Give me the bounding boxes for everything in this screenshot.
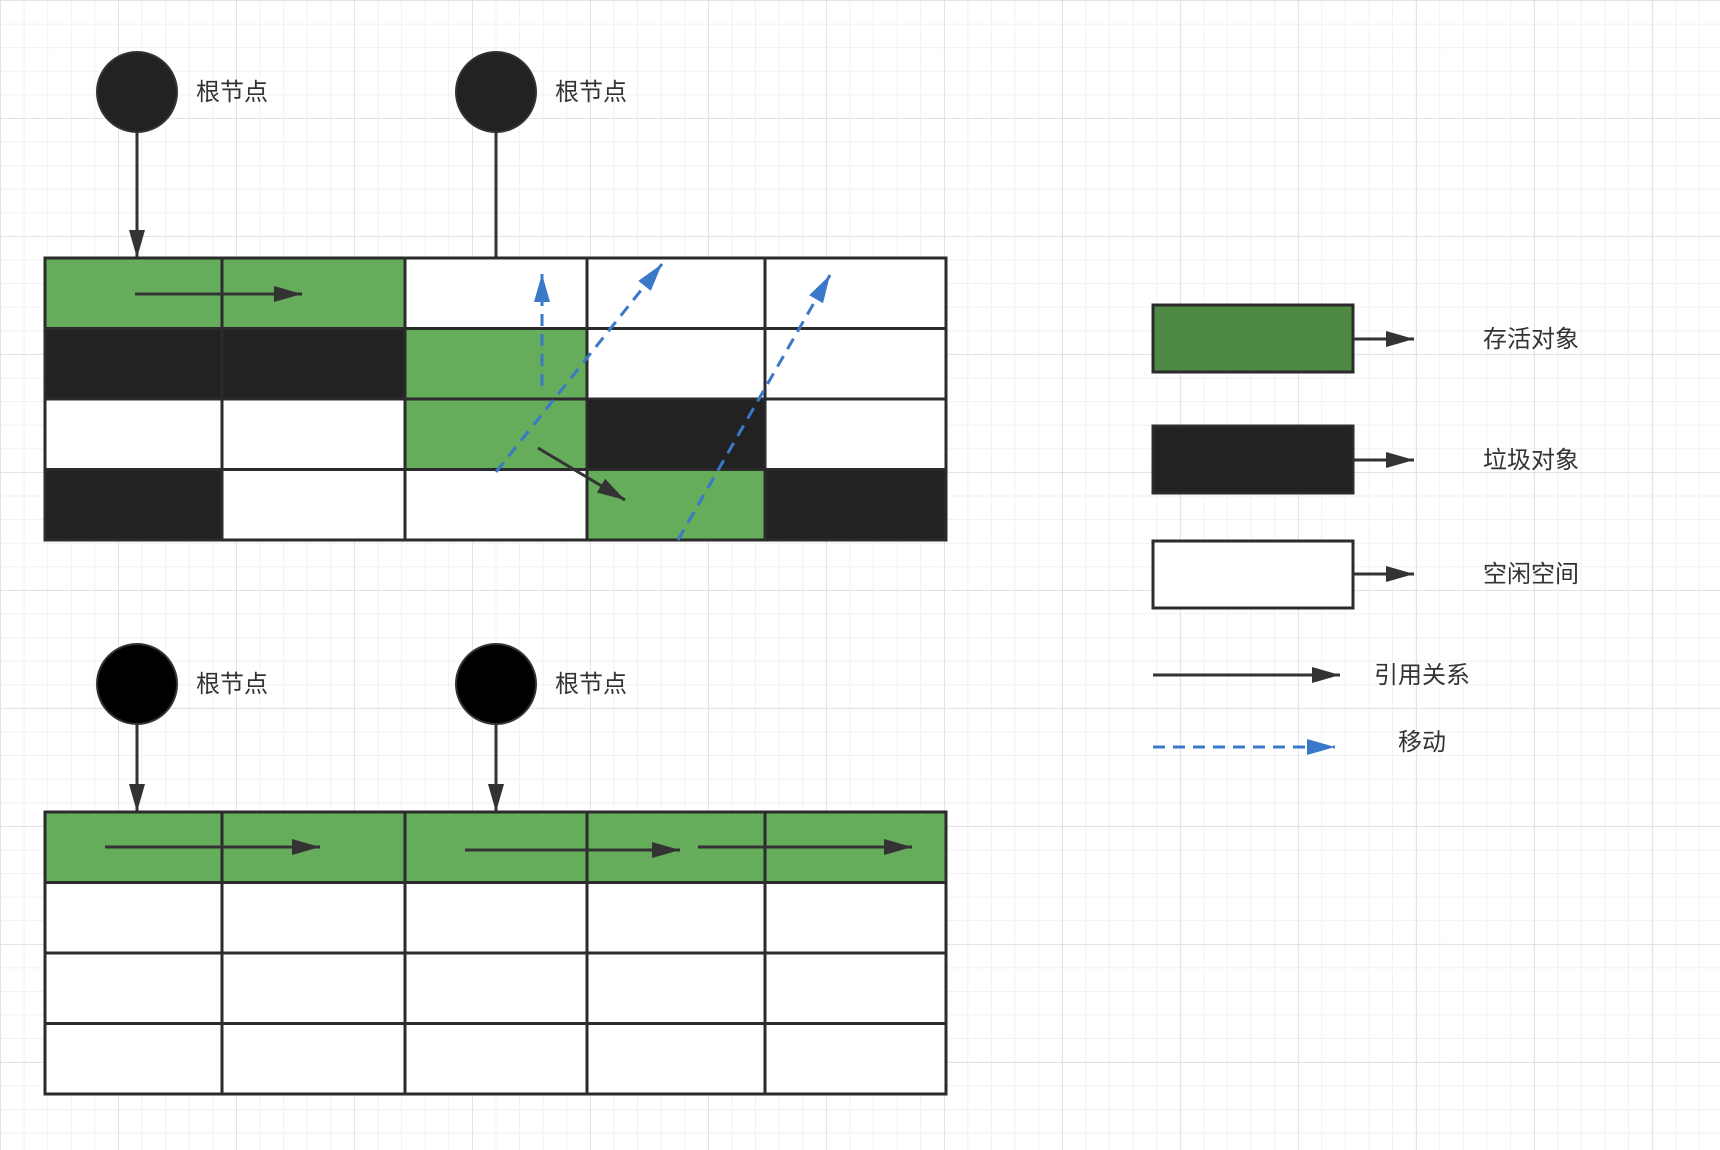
before-cell-free — [585, 256, 767, 330]
legend-free-swatch — [1151, 539, 1355, 610]
after-cell-free — [403, 951, 589, 1025]
before-heap-grid — [43, 256, 948, 542]
legend-reference: 引用关系 — [1153, 661, 1470, 689]
legend-garbage-label: 垃圾对象 — [1483, 446, 1579, 474]
legend: 存活对象 垃圾对象 空闲空间 引用关系 移动 — [1151, 303, 1579, 756]
legend-live-label: 存活对象 — [1483, 325, 1579, 353]
after-cell-free — [585, 1022, 767, 1096]
after-root-1-node — [96, 643, 178, 725]
after-cell-free — [43, 1022, 224, 1096]
after-root-2: 根节点 — [455, 643, 627, 812]
before-cell-garbage — [43, 468, 224, 542]
legend-move: 移动 — [1153, 728, 1446, 756]
legend-live-swatch — [1151, 303, 1355, 374]
before-cell-free — [403, 468, 589, 542]
after-arrows — [105, 839, 912, 858]
after-cell-free — [403, 881, 589, 955]
after-root-1: 根节点 — [96, 643, 268, 812]
after-cell-live — [403, 810, 589, 884]
before-cell-free — [43, 397, 224, 471]
after-root-1-label: 根节点 — [196, 670, 268, 698]
before-cell-live — [585, 468, 767, 542]
before-cell-free — [220, 397, 407, 471]
before-root-2-node — [455, 51, 537, 133]
after-cell-free — [43, 951, 224, 1025]
before-root-1-node — [96, 51, 178, 133]
legend-free: 空闲空间 — [1151, 539, 1579, 610]
before-root-1-label: 根节点 — [196, 78, 268, 106]
after-root-2-label: 根节点 — [555, 670, 627, 698]
reference-arrow — [537, 446, 626, 502]
before-cell-free — [763, 327, 948, 401]
after-cell-free — [220, 951, 407, 1025]
before-cell-live — [403, 397, 589, 471]
move-arrow — [676, 274, 832, 541]
before-cell-free — [585, 327, 767, 401]
after-cell-free — [763, 951, 948, 1025]
legend-garbage: 垃圾对象 — [1151, 424, 1579, 495]
before-cell-live — [403, 327, 589, 401]
before-cell-free — [763, 397, 948, 471]
before-root-1: 根节点 — [96, 51, 268, 258]
before-cell-garbage — [220, 327, 407, 401]
after-cell-free — [220, 1022, 407, 1096]
after-cell-free — [43, 881, 224, 955]
legend-free-label: 空闲空间 — [1483, 560, 1579, 588]
after-cell-free — [585, 951, 767, 1025]
move-arrow — [494, 263, 664, 473]
before-root-2-label: 根节点 — [555, 78, 627, 106]
after-cell-free — [403, 1022, 589, 1096]
before-cell-garbage — [43, 327, 224, 401]
after-cell-free — [763, 1022, 948, 1096]
legend-live: 存活对象 — [1151, 303, 1579, 374]
before-cell-free — [763, 256, 948, 330]
after-cell-free — [585, 881, 767, 955]
after-heap-grid — [43, 810, 948, 1096]
before-arrows — [135, 263, 832, 541]
before-root-2: 根节点 — [455, 51, 627, 398]
before-cell-garbage — [763, 468, 948, 542]
after-cell-free — [220, 881, 407, 955]
after-root-2-node — [455, 643, 537, 725]
legend-reference-label: 引用关系 — [1374, 661, 1470, 689]
before-cell-free — [403, 256, 589, 330]
after-cell-free — [763, 881, 948, 955]
before-cell-free — [220, 468, 407, 542]
legend-move-label: 移动 — [1398, 728, 1446, 756]
legend-garbage-swatch — [1151, 424, 1355, 495]
